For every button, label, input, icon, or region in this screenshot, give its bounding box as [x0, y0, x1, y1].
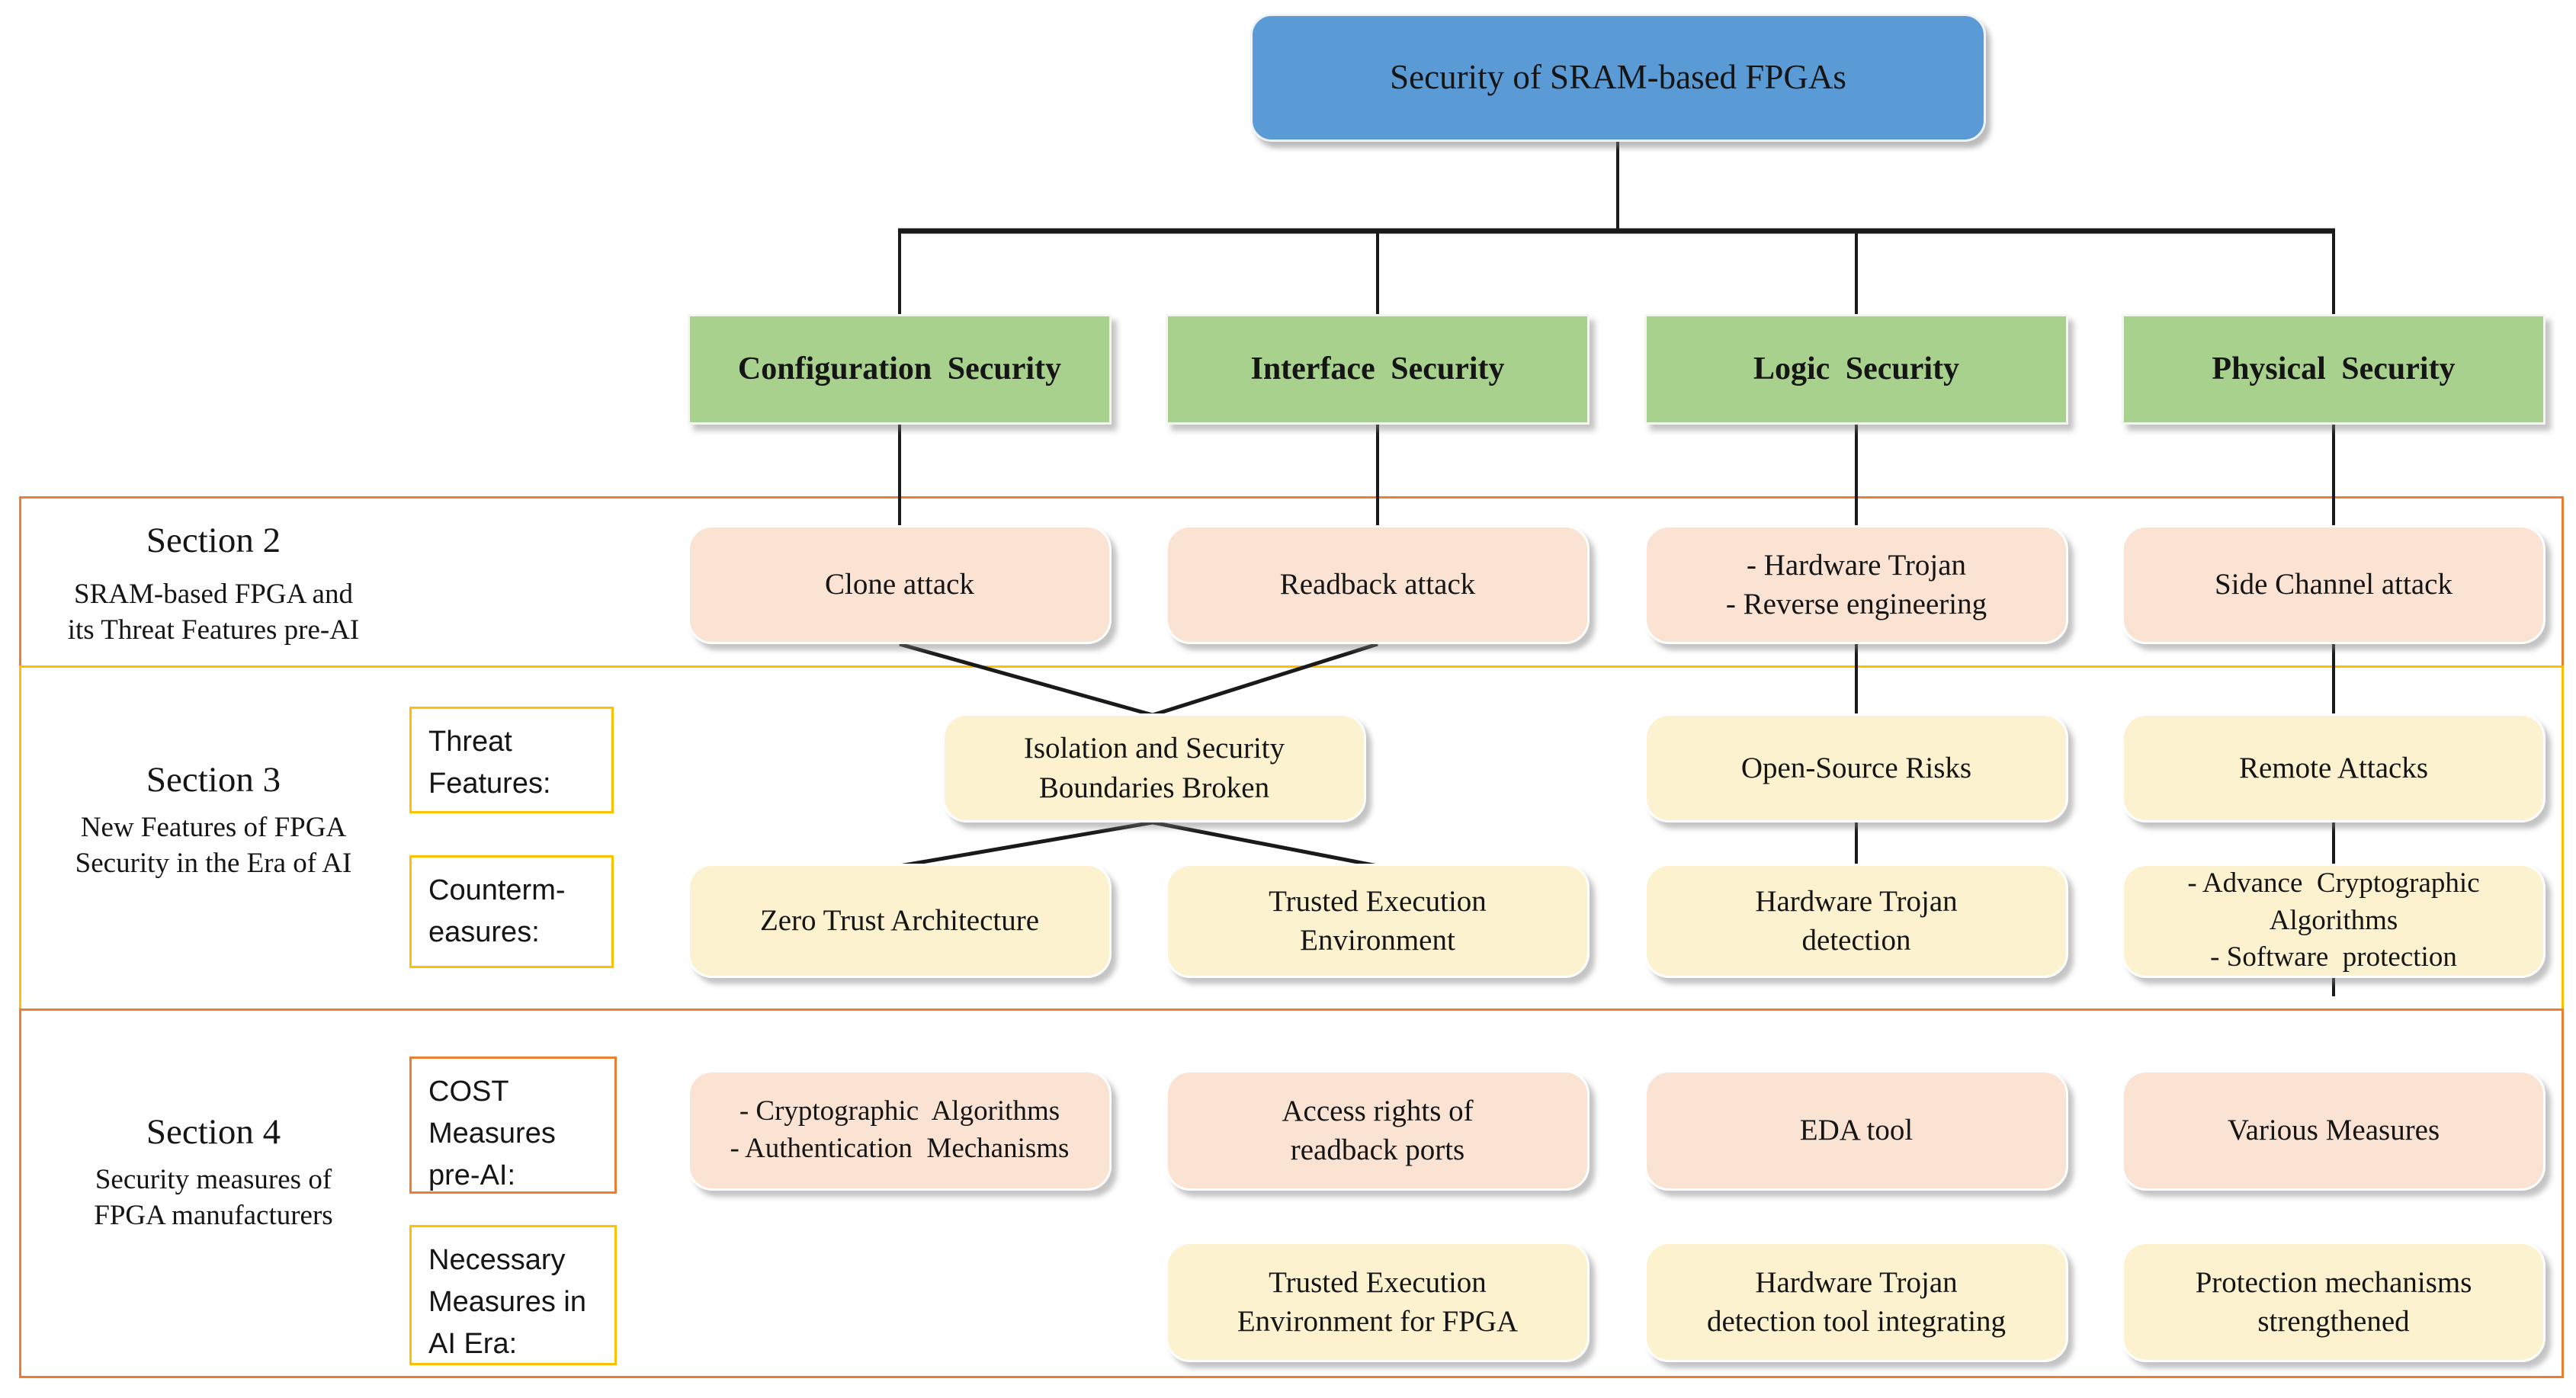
- node-access-rights-readback-ports: Access rights of readback ports: [1166, 1070, 1590, 1191]
- isolation-to-zerotrust-line: [899, 820, 1153, 868]
- node-advance-crypto-software-protection: - Advance Cryptographic Algorithms - Sof…: [2122, 864, 2546, 978]
- section2-subtitle: SRAM-based FPGA and its Threat Features …: [67, 579, 360, 646]
- countermeasures-label: Counterm- easures:: [409, 855, 614, 968]
- node-open-source-risks: Open-Source Risks: [1644, 713, 2068, 822]
- section3-title: Section 3: [146, 760, 281, 800]
- node-hardware-trojan-detection: Hardware Trojan detection: [1644, 864, 2068, 978]
- node-trojan-detection-tool-integrating: Hardware Trojan detection tool integrati…: [1644, 1242, 2068, 1362]
- section4-title: Section 4: [146, 1112, 281, 1152]
- section2-title: Section 2: [146, 521, 281, 560]
- node-tee-for-fpga: Trusted Execution Environment for FPGA: [1166, 1242, 1590, 1362]
- clone-to-isolation-line: [899, 642, 1153, 717]
- node-side-channel-attack: Side Channel attack: [2122, 525, 2546, 644]
- branch-logic-security: Logic Security: [1644, 314, 2068, 425]
- node-hardware-trojan-reverse-engineering: - Hardware Trojan - Reverse engineering: [1644, 525, 2068, 644]
- node-clone-attack: Clone attack: [688, 525, 1112, 644]
- section4-subtitle: Security measures of FPGA manufacturers: [94, 1164, 333, 1232]
- node-crypto-algorithms-auth-mechanisms: - Cryptographic Algorithms - Authenticat…: [688, 1070, 1112, 1191]
- branch-interface-security: Interface Security: [1166, 314, 1590, 425]
- node-readback-attack: Readback attack: [1166, 525, 1590, 644]
- section3-frame: [19, 665, 2564, 1008]
- branch-physical-security: Physical Security: [2122, 314, 2546, 425]
- section3-subtitle: New Features of FPGA Security in the Era…: [75, 812, 352, 880]
- node-eda-tool: EDA tool: [1644, 1070, 2068, 1191]
- cost-measures-pre-ai-label: COST Measures pre-AI:: [409, 1057, 617, 1194]
- node-various-measures: Various Measures: [2122, 1070, 2546, 1191]
- node-trusted-execution-environment: Trusted Execution Environment: [1166, 864, 1590, 978]
- node-isolation-boundaries-broken: Isolation and Security Boundaries Broken: [942, 713, 1366, 822]
- section2-frame: [19, 496, 2564, 665]
- isolation-to-tee-line: [1152, 820, 1378, 868]
- node-zero-trust-architecture: Zero Trust Architecture: [688, 864, 1112, 978]
- section4-frame: [19, 1008, 2564, 1378]
- threat-features-label: Threat Features:: [409, 707, 614, 813]
- root-node: Security of SRAM-based FPGAs: [1250, 14, 1986, 142]
- node-remote-attacks: Remote Attacks: [2122, 713, 2546, 822]
- node-protection-mechanisms-strengthened: Protection mechanisms strengthened: [2122, 1242, 2546, 1362]
- branch-configuration-security: Configuration Security: [688, 314, 1112, 425]
- readback-to-isolation-line: [1152, 642, 1378, 717]
- necessary-measures-ai-era-label: Necessary Measures in AI Era:: [409, 1225, 617, 1365]
